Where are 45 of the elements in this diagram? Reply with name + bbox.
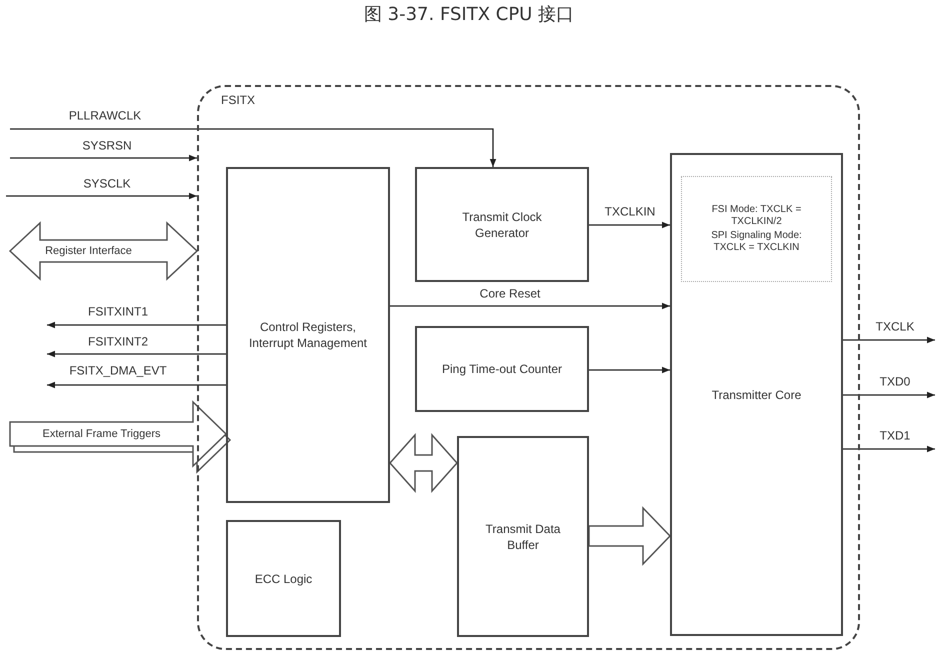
module-label: FSITX xyxy=(221,93,256,107)
arrow xyxy=(589,222,670,228)
edge-label: SYSCLK xyxy=(81,178,133,190)
edge-label: FSITXINT2 xyxy=(86,336,150,348)
edge-label: FSITX_DMA_EVT xyxy=(67,364,169,378)
arrow xyxy=(589,366,670,374)
edge-label: SYSRSN xyxy=(80,140,134,152)
edge-label: TXCLKIN xyxy=(602,206,658,218)
block-label: Transmit Data Buffer xyxy=(484,520,562,552)
module-boundary xyxy=(197,85,860,650)
edge-label: FSITXINT1 xyxy=(86,306,150,318)
mode-note: SPI Signaling Mode: TXCLK = TXCLKIN xyxy=(710,230,803,254)
block-box xyxy=(226,167,390,503)
block-box xyxy=(226,520,341,637)
block-box xyxy=(415,167,589,282)
block-label: ECC Logic xyxy=(254,570,312,586)
block-label: Transmitter Core xyxy=(712,386,802,402)
arrow xyxy=(47,322,226,328)
arrow xyxy=(843,336,935,344)
edge-label: TXD1 xyxy=(878,430,912,442)
arrow xyxy=(6,192,197,200)
mode-note: FSI Mode: TXCLK = TXCLKIN/2 xyxy=(710,204,802,228)
block-label: Control Registers, Interrupt Management xyxy=(248,319,368,351)
edge-label: PLLRAWCLK xyxy=(66,110,144,122)
block-arrow xyxy=(389,433,458,493)
arrow xyxy=(47,382,226,388)
edge-label: Register Interface xyxy=(45,245,132,257)
note-box xyxy=(681,176,832,282)
arrow xyxy=(10,128,496,167)
arrow xyxy=(843,392,935,398)
arrow xyxy=(47,350,226,358)
block-box xyxy=(457,436,589,637)
block-box xyxy=(415,326,589,412)
block-label: Transmit Clock Generator xyxy=(461,208,543,240)
arrow xyxy=(843,446,935,452)
edge-label: Core Reset xyxy=(478,288,542,300)
figure-title: 图 3-37. FSITX CPU 接口 xyxy=(362,3,576,26)
arrow xyxy=(390,302,670,310)
edge-label: External Frame Triggers xyxy=(42,428,160,440)
block-box xyxy=(670,153,843,636)
block-label: Ping Time-out Counter xyxy=(442,361,562,377)
edge-label: TXD0 xyxy=(878,376,912,388)
arrow xyxy=(10,154,197,162)
edge-label: TXCLK xyxy=(874,320,916,334)
block-arrow xyxy=(588,506,672,566)
